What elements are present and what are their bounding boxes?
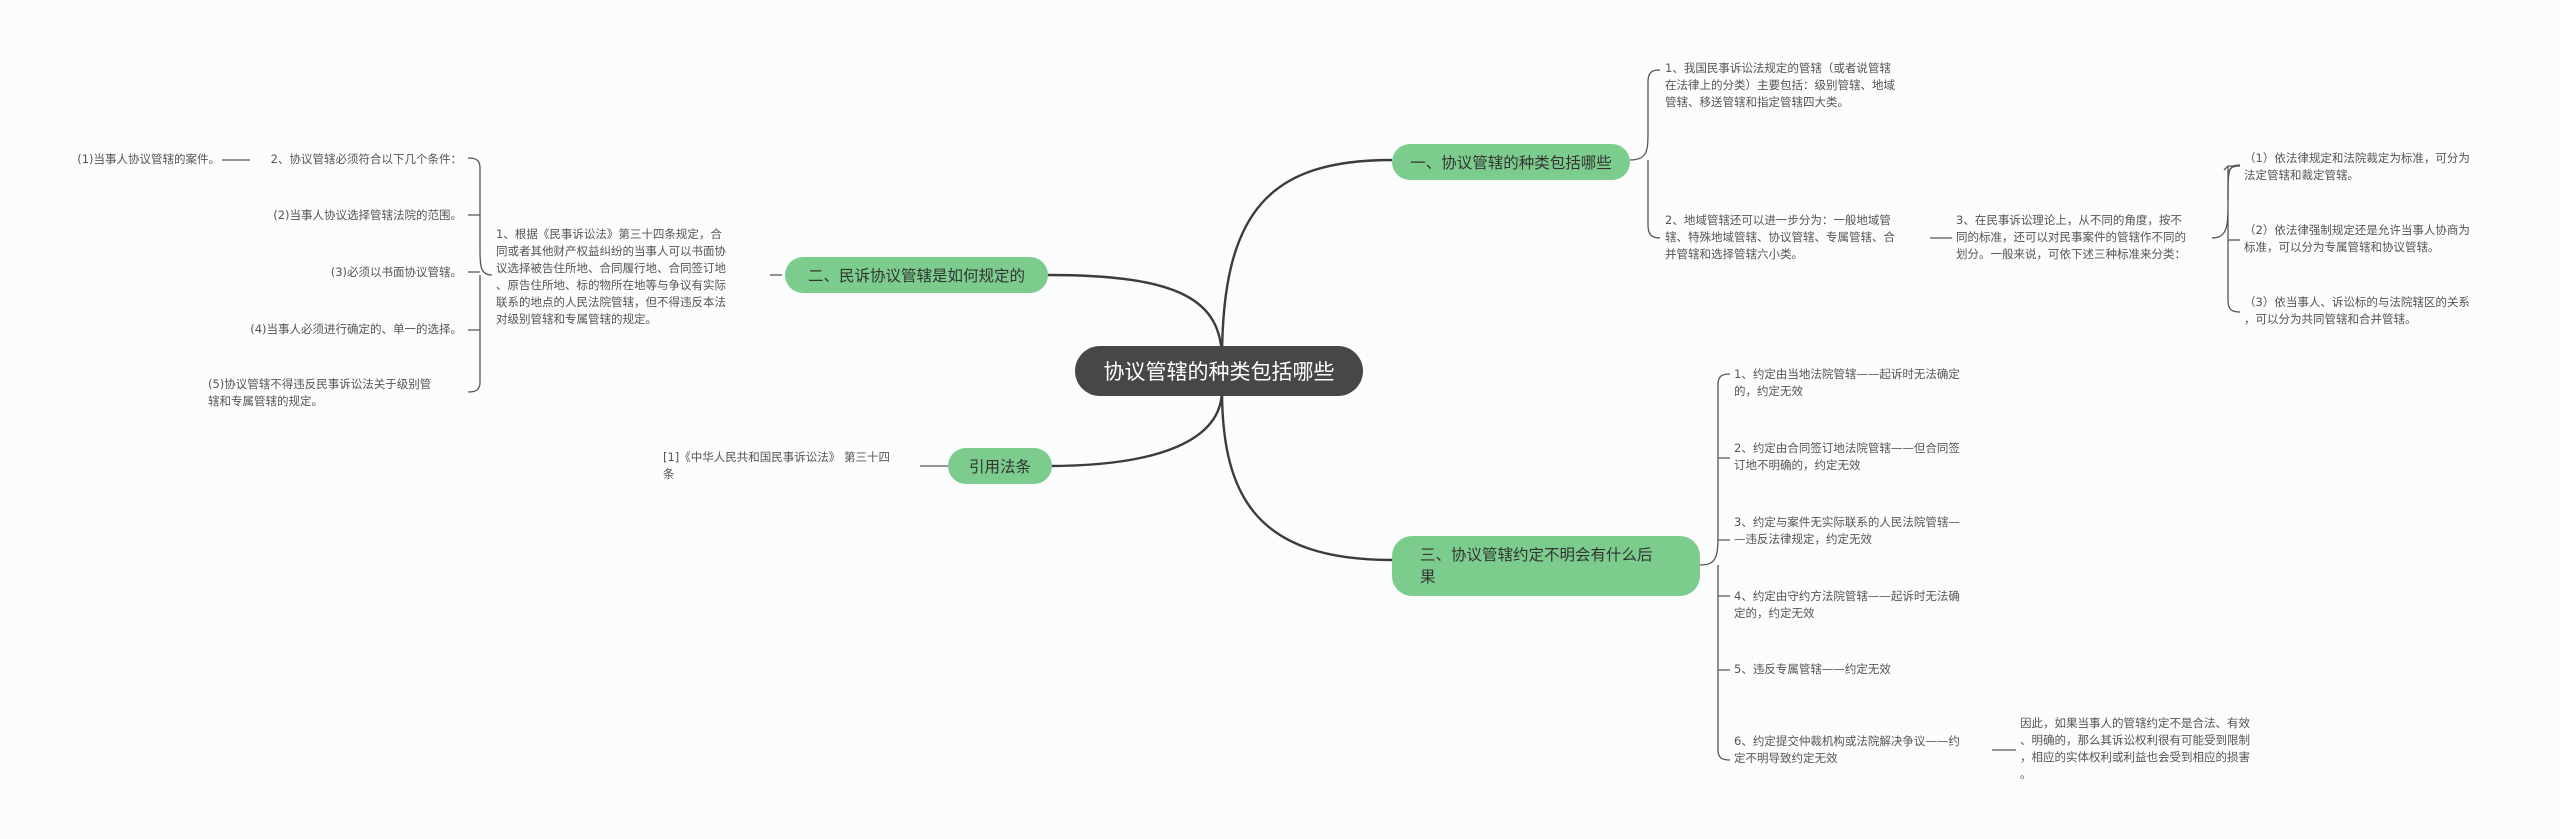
b2-condition-5[interactable]: (5)协议管辖不得违反民事诉讼法关于级别管 辖和专属管辖的规定。	[208, 377, 432, 408]
b1-item-1[interactable]: 1、我国民事诉讼法规定的管辖（或者说管辖 在法律上的分类）主要包括：级别管辖、地…	[1665, 61, 1895, 109]
branch-cited-statute[interactable]: 引用法条	[948, 448, 1052, 484]
branch-civil-procedure-rules[interactable]: 二、民诉协议管辖是如何规定的	[785, 257, 1048, 293]
b2-item-1[interactable]: 1、根据《民事诉讼法》第三十四条规定，合 同或者其他财产权益纠纷的当事人可以书面…	[496, 227, 726, 326]
branch-unclear-agreement-consequences[interactable]: 三、协议管辖约定不明会有什么后 果	[1392, 536, 1700, 596]
link-b1-children	[1629, 69, 1661, 239]
b1-sub-item-3[interactable]: （3）依当事人、诉讼标的与法院辖区的关系 ，可以分为共同管辖和合并管辖。	[2244, 295, 2470, 326]
b2-condition-4[interactable]: (4)当事人必须进行确定的、单一的选择。	[250, 322, 462, 336]
b3-item-1[interactable]: 1、约定由当地法院管辖——起诉时无法确定 的，约定无效	[1734, 367, 1960, 398]
b1-sub-item-2[interactable]: （2）依法律强制规定还是允许当事人协商为 标准，可以分为专属管辖和协议管辖。	[2244, 223, 2470, 254]
link-root-b4	[1047, 389, 1224, 468]
b2-item-2[interactable]: 2、协议管辖必须符合以下几个条件：	[270, 152, 462, 166]
b4-statute-reference[interactable]: [1]《中华人民共和国民事诉讼法》 第三十四 条	[663, 450, 890, 481]
link-b1c3-grandchildren	[2211, 165, 2241, 313]
link-b1c3-g1	[2227, 164, 2241, 201]
b2-condition-1[interactable]: (1)当事人协议管辖的案件。	[77, 152, 220, 166]
b3-item-2[interactable]: 2、约定由合同签订地法院管辖——但合同签 订地不明确的，约定无效	[1734, 441, 1960, 472]
link-b2c1-grandchildren	[467, 157, 493, 393]
link-root-b1	[1220, 158, 1393, 361]
b2-condition-2[interactable]: (2)当事人协议选择管辖法院的范围。	[273, 208, 462, 222]
b1-item-3[interactable]: 3、在民事诉讼理论上，从不同的角度，按不 同的标准，还可以对民事案件的管辖作不同…	[1956, 213, 2186, 261]
link-root-b3	[1220, 389, 1393, 562]
b3-item-5[interactable]: 5、违反专属管辖——约定无效	[1734, 662, 1891, 676]
b3-item-3[interactable]: 3、约定与案件无实际联系的人民法院管辖— —违反法律规定，约定无效	[1734, 515, 1960, 546]
b2-condition-3[interactable]: (3)必须以书面协议管辖。	[330, 265, 462, 279]
link-b3-children	[1699, 373, 1731, 761]
link-root-b2	[1047, 273, 1224, 361]
b1-sub-item-1[interactable]: （1）依法律规定和法院裁定为标准，可分为 法定管辖和裁定管辖。	[2244, 151, 2470, 182]
b3-item-4[interactable]: 4、约定由守约方法院管辖——起诉时无法确 定的，约定无效	[1734, 589, 1960, 620]
branch-types-of-agreed-jurisdiction[interactable]: 一、协议管辖的种类包括哪些	[1392, 144, 1630, 180]
b1-item-2[interactable]: 2、地域管辖还可以进一步分为：一般地域管 辖、特殊地域管辖、协议管辖、专属管辖、…	[1665, 213, 1895, 261]
root-topic[interactable]: 协议管辖的种类包括哪些	[1075, 346, 1363, 396]
b3-item-6[interactable]: 6、约定提交仲裁机构或法院解决争议——约 定不明导致约定无效	[1734, 734, 1960, 765]
b3-conclusion[interactable]: 因此，如果当事人的管辖约定不是合法、有效 、明确的，那么其诉讼权利很有可能受到限…	[2020, 716, 2250, 781]
